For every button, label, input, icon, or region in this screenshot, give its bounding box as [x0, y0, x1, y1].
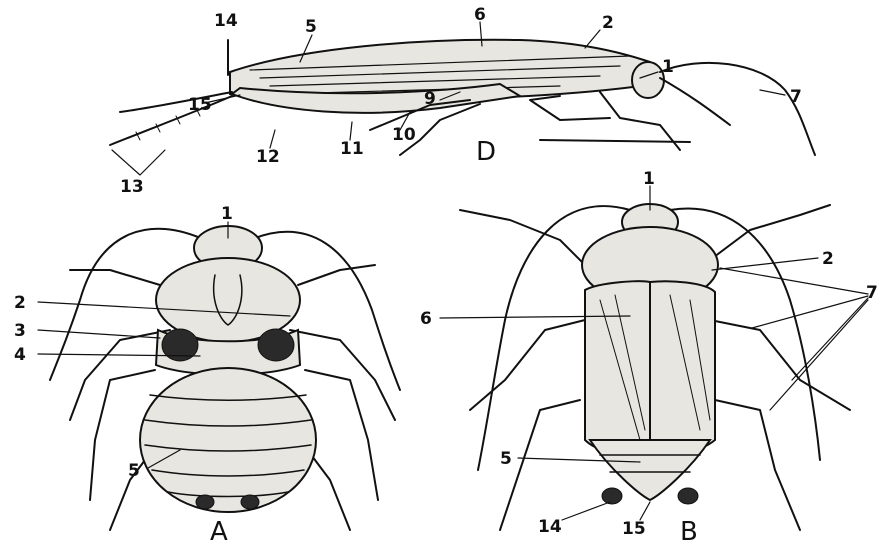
- label-6-male: 6: [420, 309, 432, 329]
- label-5-male: 5: [500, 449, 512, 469]
- label-4-female: 4: [14, 345, 26, 365]
- label-2-side: 2: [602, 13, 614, 33]
- label-14-male: 14: [538, 517, 562, 537]
- label-15-male: 15: [622, 519, 646, 539]
- label-7-shared: 7: [866, 283, 878, 303]
- label-15-side: 15: [188, 95, 212, 115]
- label-3-female: 3: [14, 321, 26, 341]
- label-6-side: 6: [474, 5, 486, 25]
- female-cockroach: [50, 226, 400, 530]
- label-12-side: 12: [256, 147, 280, 167]
- label-1-male: 1: [643, 169, 655, 189]
- label-5-female: 5: [128, 461, 140, 481]
- male-cockroach: [460, 204, 850, 530]
- label-11-side: 11: [340, 139, 364, 159]
- label-1-side: 1: [662, 57, 674, 77]
- caption-A: A: [210, 517, 228, 547]
- label-1-female: 1: [221, 204, 233, 224]
- label-2-male: 2: [822, 249, 834, 269]
- label-9-side: 9: [424, 89, 436, 109]
- caption-B: B: [680, 517, 698, 547]
- label-10-side: 10: [392, 125, 416, 145]
- label-14-side: 14: [214, 11, 238, 31]
- label-13-side: 13: [120, 177, 144, 197]
- side-view-cockroach: [110, 40, 815, 155]
- label-7-side: 7: [790, 87, 802, 107]
- caption-D: D: [476, 137, 496, 167]
- label-5-side: 5: [305, 17, 317, 37]
- label-2-female: 2: [14, 293, 26, 313]
